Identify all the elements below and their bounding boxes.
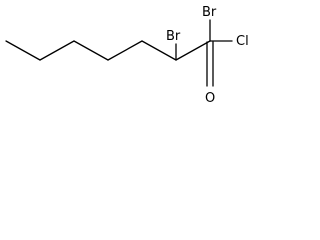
skeletal-formula: Br Cl Br O: [5, 5, 249, 106]
bond-c6-c5: [73, 40, 109, 61]
atom-o: O: [205, 91, 215, 106]
bond-c8-c7: [5, 40, 41, 61]
bond-c4-c3: [141, 40, 177, 61]
atom-br-c3: Br: [166, 29, 181, 44]
bond-c3-c2: [175, 40, 211, 61]
bond-c7-c6: [39, 40, 75, 61]
atom-cl: Cl: [236, 34, 249, 49]
atom-br-c1: Br: [202, 5, 217, 20]
bond-c5-c4: [107, 40, 143, 61]
